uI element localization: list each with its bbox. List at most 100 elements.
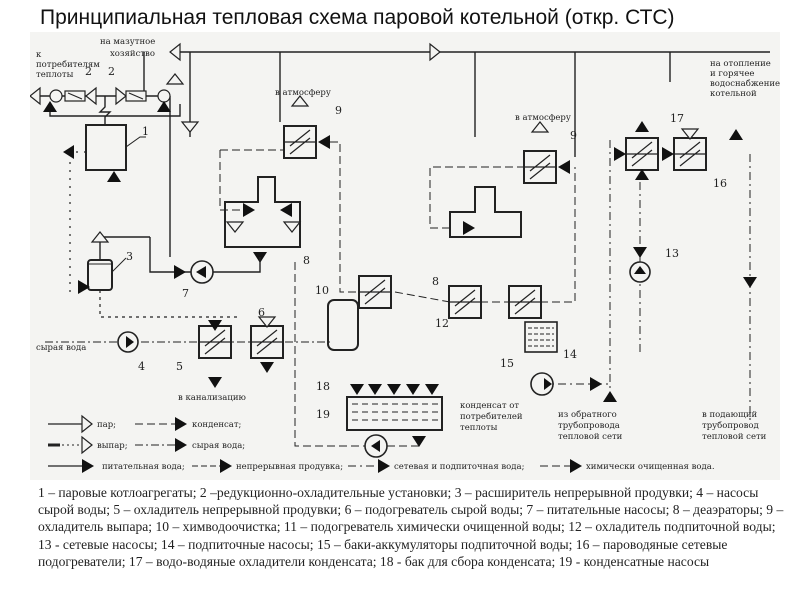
condensate-cooler [625, 137, 659, 171]
legend-chem-water: химически очищенная вода. [586, 462, 715, 472]
steam-arrow [181, 121, 199, 133]
chem-water-heater-2 [508, 285, 542, 319]
label-consumers-3: теплоты [36, 70, 74, 80]
label-to-supply-2: трубопровод [702, 420, 759, 431]
blowdown-arrow [63, 145, 74, 159]
valve-icon [157, 89, 171, 103]
legend-vapor: выпар; [97, 441, 128, 451]
condensate-arrow [368, 384, 382, 395]
label-15: 15 [500, 357, 514, 370]
feed-arrow [107, 171, 121, 182]
chem-water-treatment [327, 299, 359, 351]
legend-steam: пар; [97, 420, 116, 430]
steam-arrow [85, 87, 97, 105]
label-condensate-from-2: потребителей [460, 411, 523, 422]
raw-water-heater [250, 325, 284, 359]
feed-arrow [157, 101, 171, 112]
network-arrow [590, 377, 602, 391]
thermal-scheme-diagram: на мазутное хозяйство к потребителям теп… [30, 32, 780, 480]
deaerator-2 [449, 186, 522, 238]
steam-boiler [85, 124, 127, 171]
condensate-arrow [425, 384, 439, 395]
network-arrow [662, 147, 674, 161]
label-14: 14 [563, 348, 577, 361]
network-arrow [635, 121, 649, 132]
vapor-cooler-1 [283, 125, 317, 159]
label-4: 4 [138, 360, 145, 373]
steam-main-line [170, 51, 770, 157]
label-3: 3 [126, 250, 133, 263]
legend: пар; конденсат; выпар; сырая вода; питат… [48, 415, 715, 473]
label-mazut-1: на мазутное [100, 37, 155, 47]
label-7: 7 [182, 287, 189, 300]
label-heating-3: водоснабжение [710, 78, 780, 89]
label-6: 6 [258, 306, 265, 319]
label-2a: 2 [85, 65, 92, 78]
page-title: Принципиальная тепловая схема паровой ко… [40, 6, 675, 29]
label-9a: 9 [335, 104, 342, 117]
label-to-supply-3: тепловой сети [702, 432, 767, 442]
network-arrow [614, 147, 626, 161]
valve-icon [49, 89, 63, 103]
chem-water-lines [219, 141, 576, 303]
steam-arrow [166, 73, 184, 85]
label-condensate-from-1: конденсат от [460, 401, 519, 411]
feed-arrow [43, 101, 57, 112]
condensate-arrow [260, 362, 274, 373]
label-18: 18 [316, 380, 330, 393]
legend-blowdown: непрерывная продувка; [236, 462, 343, 472]
label-sewer: в канализацию [178, 393, 247, 403]
condensate-arrow [350, 384, 364, 395]
network-heater [673, 137, 707, 171]
legend-condensate: конденсат; [192, 420, 241, 430]
caption: 1 – паровые котлоагрегаты; 2 –редукционн… [38, 485, 784, 569]
condensate-arrow [387, 384, 401, 395]
label-mazut-2: хозяйство [110, 49, 155, 59]
vapor-cooler-2 [523, 150, 557, 184]
network-arrow [603, 391, 617, 402]
supply-arrow [743, 277, 757, 288]
label-heating-4: котельной [710, 89, 757, 99]
label-from-return-1: из обратного [558, 409, 617, 420]
makeup-tank [524, 321, 558, 353]
legend-feed-water: питательная вода; [102, 462, 185, 472]
label-8a: 8 [303, 254, 310, 267]
condensate-arrow [406, 384, 420, 395]
label-5: 5 [176, 360, 183, 373]
legend-network-water: сетевая и подпиточная вода; [394, 462, 524, 472]
atmosphere-arrow [531, 121, 549, 133]
label-condensate-from-3: теплоты [460, 423, 498, 433]
label-consumers-2: потребителям [36, 59, 100, 70]
sewer-arrow [208, 377, 222, 388]
deaerator-1 [224, 176, 301, 248]
label-from-return-2: трубопровода [558, 420, 620, 431]
feed-arrow [174, 265, 186, 279]
makeup-water-cooler [448, 285, 482, 319]
label-13: 13 [665, 247, 679, 260]
steam-arrow-mazut [169, 43, 181, 61]
scheme-svg: на мазутное хозяйство к потребителям теп… [30, 37, 780, 473]
label-12: 12 [435, 317, 449, 330]
label-9b: 9 [570, 129, 577, 142]
steam-arrow [429, 43, 441, 61]
label-to-supply-1: в подающий [702, 410, 758, 420]
label-19: 19 [316, 408, 330, 421]
makeup-pump [530, 372, 554, 396]
condensate-arrow [412, 436, 426, 447]
label-atmosphere-2: в атмосферу [515, 113, 571, 123]
label-heating-1: на отопление [710, 59, 771, 69]
condensate-tank [346, 396, 443, 431]
label-heating-2: и горячее [710, 69, 754, 79]
label-2b: 2 [108, 65, 115, 78]
chem-water-arrow [558, 160, 570, 174]
label-16: 16 [713, 177, 727, 190]
legend-raw-water: сырая вода; [192, 441, 245, 451]
steam-to-consumers-arrow [30, 87, 41, 105]
label-10: 10 [315, 284, 329, 297]
label-1: 1 [142, 125, 149, 138]
label-8b: 8 [432, 275, 439, 288]
network-arrow [633, 247, 647, 258]
label-raw-water: сырая вода [36, 343, 86, 353]
network-arrow [729, 129, 743, 140]
chem-water-arrow [318, 135, 330, 149]
